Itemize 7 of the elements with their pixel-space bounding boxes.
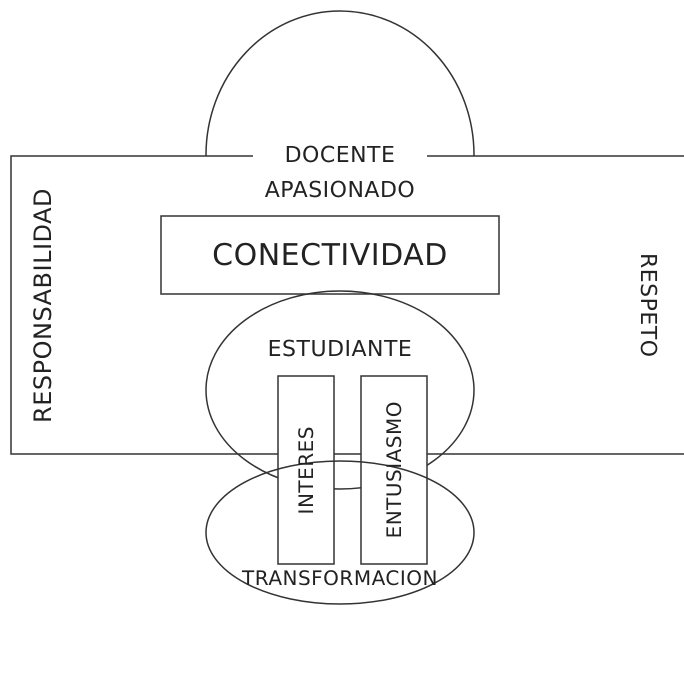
node-label: CONECTIVIDAD xyxy=(212,238,448,272)
node-label: RESPETO xyxy=(635,252,660,358)
node-label: RESPONSABILIDAD xyxy=(30,188,56,422)
node-label: INTERES xyxy=(295,426,317,514)
node-label: TRANSFORMACION xyxy=(242,567,438,589)
node-label: ESTUDIANTE xyxy=(268,338,412,362)
node-label: ENTUSIASMO xyxy=(383,401,405,539)
